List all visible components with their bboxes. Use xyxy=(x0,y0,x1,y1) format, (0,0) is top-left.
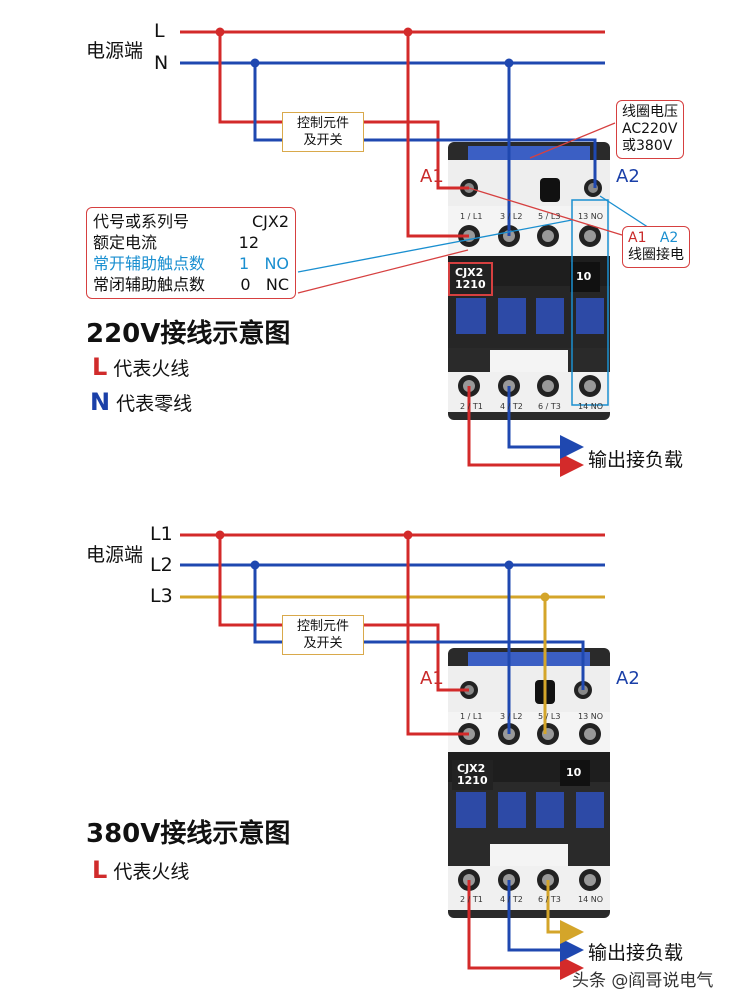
term-top-2: 3 / L2 xyxy=(500,212,523,221)
control-switch-line1-bottom: 控制元件 xyxy=(296,619,349,634)
spec-no-num: 1 xyxy=(238,254,250,273)
term-bottom-3-b: 6 / T3 xyxy=(538,895,561,904)
control-switch-line2: 及开关 xyxy=(303,133,343,148)
model-line1-bottom: CJX2 xyxy=(457,762,486,775)
legend-live-top: L 代表火线 xyxy=(92,353,189,381)
spec-nc-label: 常闭辅助触点数 xyxy=(93,275,206,294)
legend-neutral-text: 代表零线 xyxy=(116,393,193,415)
title-380v: 380V接线示意图 xyxy=(86,819,291,849)
term-bottom-1-b: 2 / T1 xyxy=(460,895,483,904)
term-bottom-1: 2 / T1 xyxy=(460,402,483,411)
spec-row-series: 代号或系列号 CJX2 xyxy=(93,211,289,232)
model-line1-top: CJX2 xyxy=(455,266,484,279)
aux-num-bottom: 10 xyxy=(566,766,582,779)
legend-live-symbol: L xyxy=(92,353,108,381)
power-label-bottom: 电源端 xyxy=(86,544,144,566)
coil-conn-a2: A2 xyxy=(659,230,679,246)
coil-conn-a1: A1 xyxy=(628,230,647,246)
term-bottom-4-b: 14 NO xyxy=(578,895,604,904)
a1-label-top: A1 xyxy=(420,166,444,187)
term-top-4: 13 NO xyxy=(578,212,604,221)
spec-box: 代号或系列号 CJX2 额定电流 12 常开辅助触点数 1 NO 常闭辅助触点数 0 N… xyxy=(86,207,296,299)
watermark: 头条 @阎哥说电气 xyxy=(572,971,714,991)
bottom-wires xyxy=(180,533,605,980)
contactor-top xyxy=(448,142,610,420)
model-line2-bottom: 1210 xyxy=(457,774,488,787)
legend-live-symbol-bottom: L xyxy=(92,856,108,884)
spec-series-label: 代号或系列号 xyxy=(93,212,190,231)
term-bottom-4: 14 NO xyxy=(578,402,604,411)
legend-neutral-top: N 代表零线 xyxy=(90,388,192,416)
coil-conn-text: 线圈接电 xyxy=(628,247,684,263)
term-top-1: 1 / L1 xyxy=(460,212,483,221)
aux-num-top: 10 xyxy=(576,270,592,283)
output-label-top: 输出接负载 xyxy=(588,449,684,471)
model-plate-bottom: CJX2 1210 xyxy=(452,760,493,790)
a2-label-bottom: A2 xyxy=(616,668,640,689)
term-top-3: 5 / L3 xyxy=(538,212,561,221)
line-L1-label: L1 xyxy=(150,523,173,545)
control-switch-box-top: 控制元件 及开关 xyxy=(282,112,364,152)
control-switch-line1: 控制元件 xyxy=(296,116,349,131)
term-bottom-2: 4 / T2 xyxy=(500,402,523,411)
spec-current-value: 12 xyxy=(238,233,259,252)
spec-current-label: 额定电流 xyxy=(93,233,158,252)
line-L2-label: L2 xyxy=(150,554,173,576)
line-N-label: N xyxy=(154,52,169,74)
control-switch-line2-bottom: 及开关 xyxy=(303,636,343,651)
spec-no-label: 常开辅助触点数 xyxy=(93,254,206,273)
title-220v: 220V接线示意图 xyxy=(86,319,291,349)
spec-no-unit: NO xyxy=(264,254,289,273)
a2-label-top: A2 xyxy=(616,166,640,187)
coil-connection-note: A1 A2 线圈接电 xyxy=(622,226,690,268)
a1-label-bottom: A1 xyxy=(420,668,444,689)
term-bottom-2-b: 4 / T2 xyxy=(500,895,523,904)
spec-series-value: CJX2 xyxy=(251,212,289,231)
spec-nc-num: 0 xyxy=(240,275,251,294)
spec-row-nc: 常闭辅助触点数 0 NC xyxy=(93,274,289,295)
model-line2-top: 1210 xyxy=(455,278,486,291)
legend-live-text: 代表火线 xyxy=(113,358,190,380)
coil-voltage-line2: AC220V xyxy=(622,121,678,137)
legend-live-bottom: L 代表火线 xyxy=(92,856,189,884)
term-top-2-b: 3 / L2 xyxy=(500,712,523,721)
coil-voltage-line3: 或380V xyxy=(622,138,673,154)
legend-live-text-bottom: 代表火线 xyxy=(113,861,190,883)
term-top-3-b: 5 / L3 xyxy=(538,712,561,721)
bottom-junctions xyxy=(215,530,550,602)
control-switch-box-bottom: 控制元件 及开关 xyxy=(282,615,364,655)
output-label-bottom: 输出接负载 xyxy=(588,942,684,964)
spec-row-no: 常开辅助触点数 1 NO xyxy=(93,253,289,274)
coil-voltage-note: 线圈电压 AC220V 或380V xyxy=(616,100,684,159)
coil-voltage-line1: 线圈电压 xyxy=(622,104,678,120)
term-top-4-b: 13 NO xyxy=(578,712,604,721)
coil-conn-terminals: A1 A2 xyxy=(628,230,684,247)
line-L3-label: L3 xyxy=(150,585,173,607)
power-label-top: 电源端 xyxy=(86,40,144,62)
term-top-1-b: 1 / L1 xyxy=(460,712,483,721)
top-junctions xyxy=(215,27,514,68)
legend-neutral-symbol: N xyxy=(90,388,111,416)
model-plate-top: CJX2 1210 xyxy=(448,262,493,296)
term-bottom-3: 6 / T3 xyxy=(538,402,561,411)
line-L-label: L xyxy=(154,20,165,42)
spec-nc-unit: NC xyxy=(265,275,289,294)
spec-row-current: 额定电流 12 xyxy=(93,232,289,253)
